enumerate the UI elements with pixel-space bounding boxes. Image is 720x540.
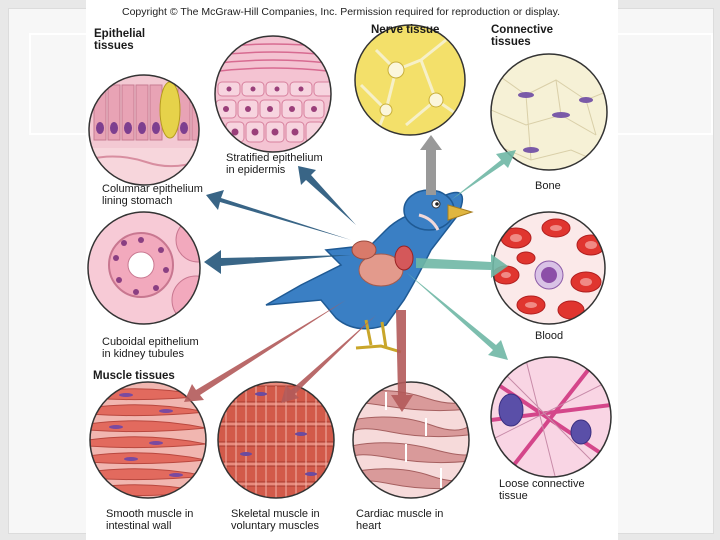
- bone-circle: [490, 53, 608, 171]
- cardiac-muscle-circle: [352, 381, 470, 499]
- bird-illustration: [265, 189, 474, 354]
- loose-connective-label: Loose connective tissue: [499, 478, 585, 502]
- smooth-muscle-circle: [89, 381, 207, 499]
- connective-heading: Connective tissues: [491, 24, 553, 48]
- stratified-label: Stratified epithelium in epidermis: [226, 152, 323, 176]
- cuboidal-label: Cuboidal epithelium in kidney tubules: [102, 336, 199, 360]
- tissue-illustration: [87, 24, 612, 499]
- copyright-notice: Copyright © The McGraw-Hill Companies, I…: [122, 6, 561, 18]
- smooth-muscle-label: Smooth muscle in intestinal wall: [106, 508, 194, 532]
- stratified-epithelium-circle: [214, 35, 332, 153]
- tissue-arrows: [184, 135, 516, 412]
- muscle-heading: Muscle tissues: [93, 370, 175, 382]
- loose-connective-circle: [490, 356, 612, 478]
- nerve-tissue-circle: [354, 24, 466, 136]
- columnar-epithelium-circle: [88, 74, 200, 186]
- cuboidal-epithelium-circle: [87, 211, 201, 325]
- epithelial-heading: Epithelial tissues: [94, 28, 146, 52]
- blood-label: Blood: [535, 330, 564, 342]
- skeletal-muscle-circle: [217, 381, 335, 499]
- bone-label: Bone: [535, 180, 561, 192]
- columnar-label: Columnar epithelium lining stomach: [102, 183, 203, 207]
- cardiac-muscle-label: Cardiac muscle in heart: [356, 508, 444, 532]
- tissue-figure: Copyright © The McGraw-Hill Companies, I…: [86, 0, 618, 540]
- nerve-heading: Nerve tissue: [371, 24, 440, 36]
- blood-circle: [492, 211, 606, 325]
- skeletal-muscle-label: Skeletal muscle in voluntary muscles: [231, 508, 320, 532]
